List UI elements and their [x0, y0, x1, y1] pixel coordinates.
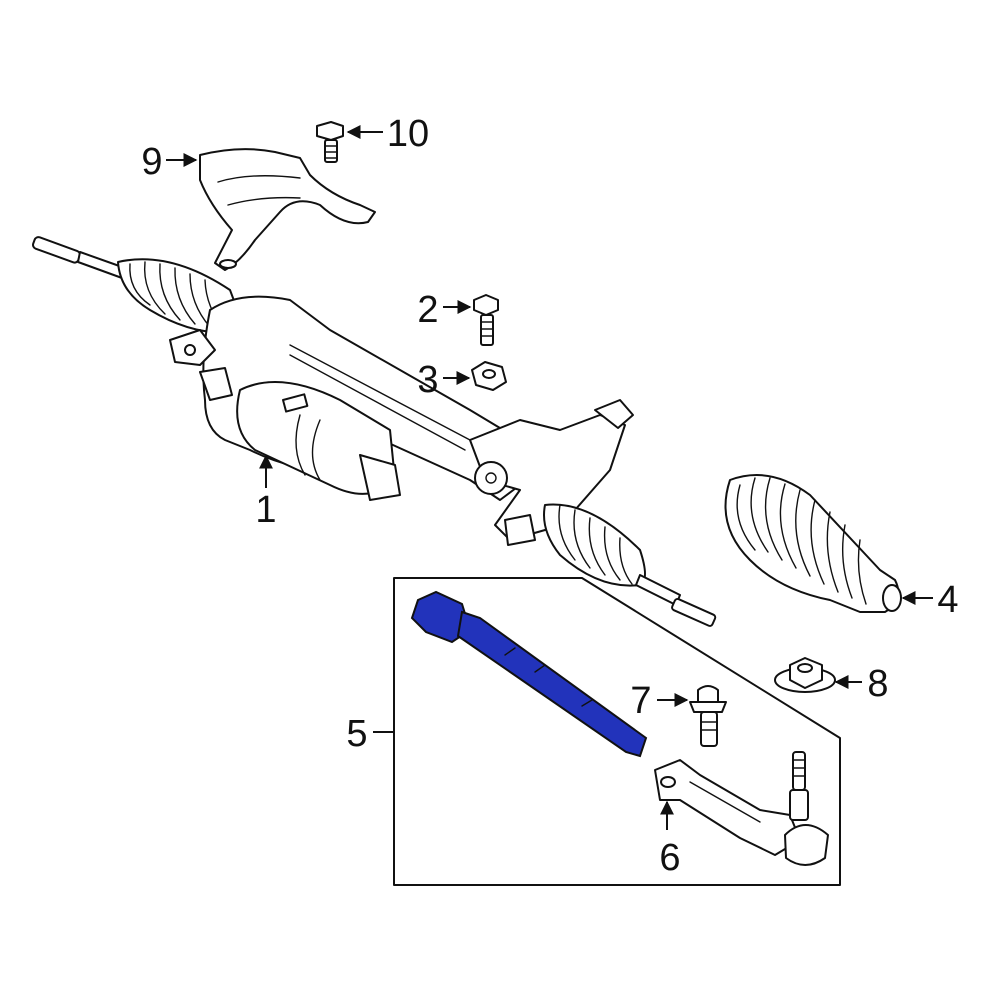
- callout-3: 3: [417, 359, 438, 401]
- bolt-2-part[interactable]: [473, 294, 499, 346]
- tie-rod-group-frame: [393, 577, 841, 886]
- callout-1: 1: [255, 489, 276, 531]
- callout-8: 8: [867, 663, 888, 705]
- callout-2: 2: [417, 289, 438, 331]
- callout-4: 4: [937, 579, 958, 621]
- heat-shield-part[interactable]: [199, 148, 376, 271]
- inner-tie-rod-part[interactable]: [410, 590, 648, 758]
- callout-9: 9: [141, 141, 162, 183]
- callout-6: 6: [659, 837, 680, 879]
- bolt-10-part[interactable]: [316, 121, 344, 163]
- callout-10: 10: [387, 113, 429, 155]
- callout-7: 7: [630, 680, 651, 722]
- nut-8-part[interactable]: [774, 657, 836, 693]
- callout-5: 5: [346, 713, 367, 755]
- bellows-boot-part[interactable]: [724, 474, 902, 613]
- outer-tie-rod-end-part[interactable]: [654, 751, 829, 866]
- bolt-7-part[interactable]: [689, 685, 727, 747]
- nut-3-part[interactable]: [471, 361, 507, 391]
- steering-gear-assembly-part[interactable]: [32, 236, 717, 627]
